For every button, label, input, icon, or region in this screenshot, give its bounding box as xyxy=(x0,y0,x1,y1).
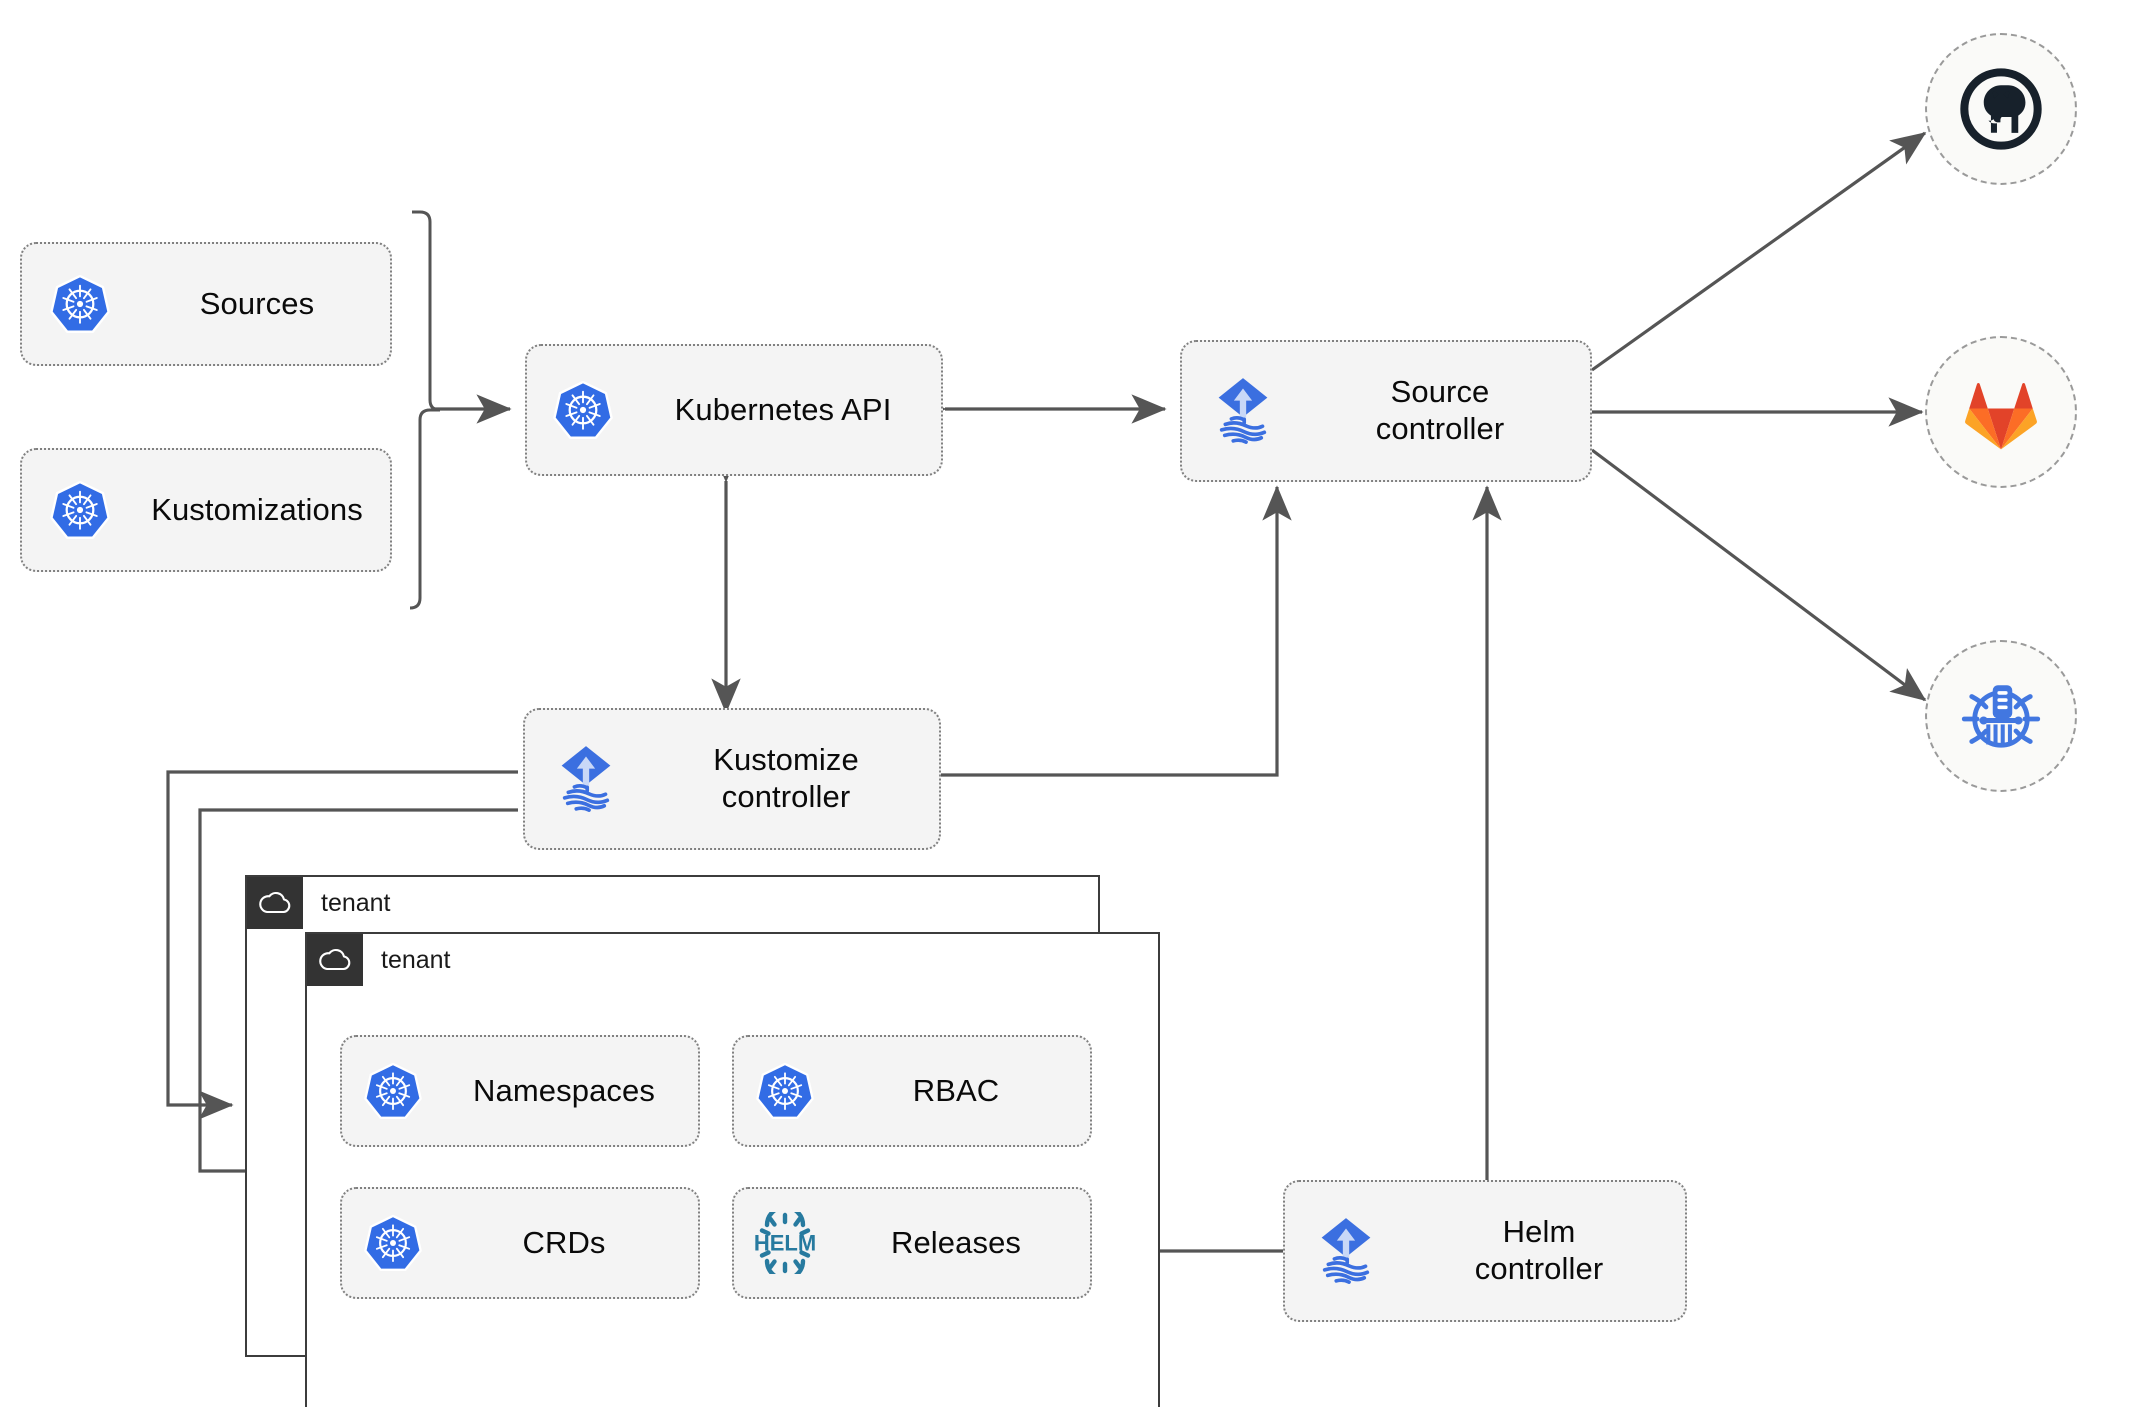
node-kubernetes-api[interactable]: Kubernetes API xyxy=(525,344,943,476)
kubernetes-icon xyxy=(342,1214,444,1272)
gitlab-icon xyxy=(1965,382,2037,450)
tenant-resource-label: CRDs xyxy=(522,1224,606,1260)
resource-group-bracket xyxy=(409,210,441,610)
tenant-titlebar: tenant xyxy=(247,877,391,929)
github-icon xyxy=(1960,68,2042,150)
edge-source-to-harbor xyxy=(1591,448,1927,702)
kubernetes-icon xyxy=(734,1062,836,1120)
resource-label: Sources xyxy=(199,285,315,321)
edge-kustomize-to-source xyxy=(940,485,1292,777)
tenant-resource-label: RBAC xyxy=(912,1072,1000,1108)
external-harbor[interactable] xyxy=(1925,640,2077,792)
tenant-titlebar: tenant xyxy=(307,934,451,986)
cloud-icon xyxy=(307,934,363,986)
kubernetes-icon xyxy=(342,1062,444,1120)
harbor-icon xyxy=(1961,685,2041,748)
resource-kustomizations[interactable]: Kustomizations xyxy=(20,448,392,572)
kubernetes-icon xyxy=(22,480,138,540)
external-github[interactable] xyxy=(1925,33,2077,185)
tenant-resource-namespaces[interactable]: Namespaces xyxy=(340,1035,700,1147)
tenant-resource-crds[interactable]: CRDs xyxy=(340,1187,700,1299)
resource-sources[interactable]: Sources xyxy=(20,242,392,366)
kubernetes-icon xyxy=(22,274,138,334)
flux-icon xyxy=(1182,372,1304,450)
kubernetes-icon xyxy=(527,380,639,440)
resource-label: Kustomizations xyxy=(151,491,363,527)
node-label: Kubernetes API xyxy=(674,391,892,427)
helm-icon: HELM xyxy=(734,1212,836,1274)
cloud-icon xyxy=(247,877,303,929)
tenant-label: tenant xyxy=(321,888,391,917)
edge-source-to-github xyxy=(1591,131,1927,372)
tenant-resource-label: Namespaces xyxy=(473,1072,655,1108)
tenant-panel-inner[interactable]: tenant xyxy=(305,932,1160,1407)
tenant-resource-rbac[interactable]: RBAC xyxy=(732,1035,1092,1147)
flux-icon xyxy=(525,740,647,818)
external-gitlab[interactable] xyxy=(1925,336,2077,488)
tenant-label: tenant xyxy=(381,945,451,974)
tenant-resource-releases[interactable]: HELM Releases xyxy=(732,1187,1092,1299)
flux-icon xyxy=(1285,1212,1407,1290)
tenant-resource-label: Releases xyxy=(890,1224,1022,1260)
helm-wordmark: HELM xyxy=(754,1231,816,1256)
